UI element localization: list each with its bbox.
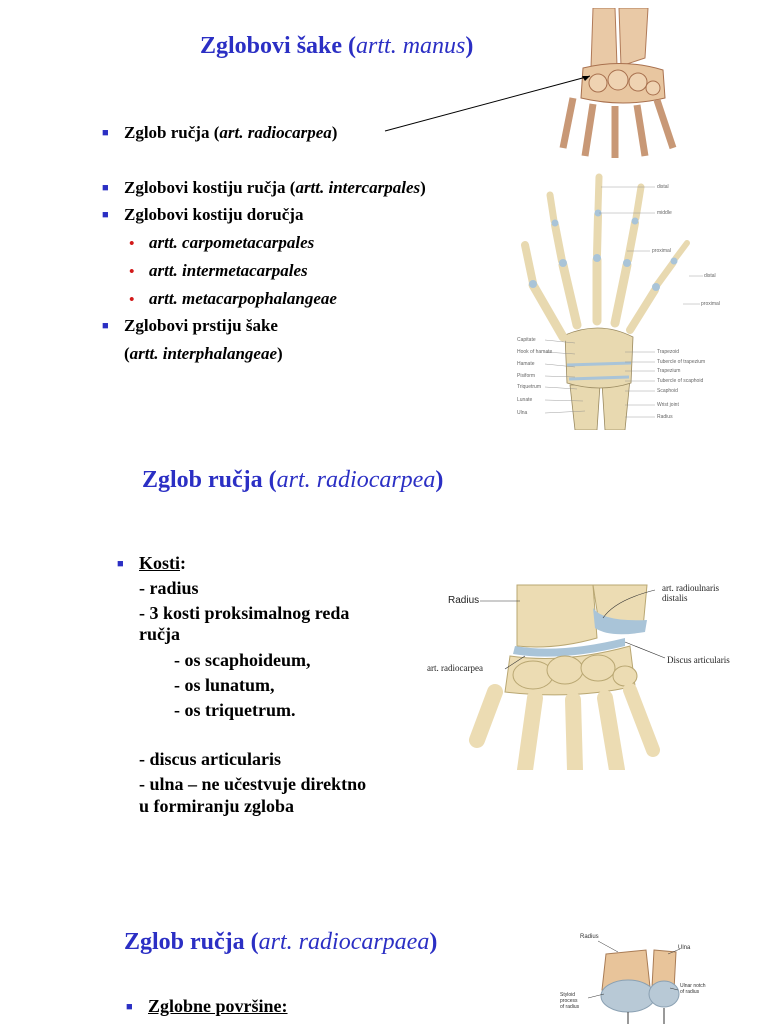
section1-item-4: ■Zglobovi prstiju šake (102, 312, 278, 340)
label-discus: Discus articularis (667, 655, 730, 665)
label-radius: Radius (580, 934, 599, 940)
section1-subitem-3: •artt. metacarpophalangeae (129, 285, 337, 314)
label-radioulnaris: art. radioulnaris (662, 583, 719, 593)
label-distal-right: distal (704, 273, 716, 279)
bullet-icon: ■ (102, 182, 109, 194)
bullet-icon: ■ (126, 1001, 133, 1013)
distal-radius-ulna-drawing (587, 940, 681, 1024)
section1-subitem-2: •artt. intermetacarpales (129, 257, 308, 286)
label-ulnar-notch-1: Ulnar notch (680, 983, 706, 989)
label-trapezium: Trapezium (657, 368, 681, 374)
bullet-icon: ■ (102, 320, 109, 332)
section1-item-1: ■Zglob ručja (art. radiocarpea) (102, 119, 337, 147)
label-scaphoid: Scaphoid (657, 388, 678, 394)
label-triquetrum: Triquetrum (517, 384, 541, 390)
wrist-joint-drawing (469, 584, 666, 778)
label-lunate: Lunate (517, 397, 533, 403)
kosti-line-7: - discus articularis (139, 749, 281, 769)
label-distalis: distalis (662, 593, 688, 603)
bullet-icon: ■ (102, 127, 109, 139)
label-distal: distal (657, 184, 669, 190)
bullet-icon: • (129, 264, 135, 280)
section1-item-4-line2: (artt. interphalangeae) (124, 344, 283, 363)
section1-item-2: ■Zglobovi kostiju ručja (artt. intercarp… (102, 174, 426, 202)
label-proximal: proximal (652, 248, 671, 254)
label-ulnar-notch-2: of radius (680, 989, 700, 995)
label-ulna: Ulna (678, 945, 691, 951)
wrist-skeleton-drawing (559, 7, 677, 158)
bullet-icon: ■ (102, 209, 109, 221)
bullet-icon: • (129, 292, 135, 308)
wrist-joint-figure: Radius art. radioulnaris distalis art. r… (425, 580, 745, 778)
kosti-line-8: - ulna – ne učestvuje direktno (139, 774, 367, 794)
label-radius: Radius (657, 414, 673, 420)
kosti-line-3: ručja (139, 624, 180, 644)
label-wrist-joint: Wrist joint (657, 402, 679, 408)
pointer-arrow (384, 75, 591, 132)
label-ulna: Ulna (517, 410, 528, 416)
label-radius: Radius (448, 595, 480, 606)
label-styloid-1: Styloid (560, 992, 576, 998)
kosti-line-4: - os scaphoideum, (174, 650, 311, 670)
label-tubercle-trapezium: Tubercle of trapezium (657, 359, 706, 365)
section2-title: Zglob ručja (art. radiocarpea) (142, 467, 444, 493)
section3-title: Zglob ručja (art. radiocarpaea) (124, 929, 438, 955)
kosti-heading: ■Kosti: (117, 553, 187, 573)
kosti-line-6: - os triquetrum. (174, 700, 296, 720)
label-tubercle-scaphoid: Tubercle of scaphoid (657, 378, 704, 384)
section3-item-1: ■Zglobne površine: (126, 996, 288, 1016)
label-capitate: Capitate (517, 337, 536, 343)
label-trapezoid: Trapezoid (657, 349, 680, 355)
section1-subitem-1: •artt. carpometacarpales (129, 229, 314, 258)
label-styloid-3: of radius (560, 1004, 580, 1010)
label-hook-hamate: Hook of hamate (517, 349, 553, 355)
hand-bones-drawing (521, 173, 703, 431)
bullet-icon: ■ (117, 558, 124, 570)
hand-bones-figure: distal middle proximal distal proximal C… (505, 165, 720, 431)
label-styloid-2: process (560, 998, 578, 1004)
kosti-line-2: - 3 kosti proksimalnog reda (139, 603, 350, 623)
kosti-line-1: - radius (139, 578, 199, 598)
label-hamate: Hamate (517, 361, 535, 367)
section1-title: Zglobovi šake (artt. manus) (200, 33, 474, 59)
kosti-line-5: - os lunatum, (174, 675, 275, 695)
kosti-line-9: u formiranju zgloba (139, 796, 294, 816)
distal-radius-ulna-figure: Radius Ulna Styloid process of radius Ul… (558, 932, 718, 1024)
wrist-skeleton-image (553, 7, 693, 160)
label-middle: middle (657, 210, 672, 216)
label-art-radiocarpea: art. radiocarpea (427, 663, 483, 673)
label-pisiform: Pisiform (517, 373, 536, 379)
bullet-icon: • (129, 236, 135, 252)
section1-item-3: ■Zglobovi kostiju doručja (102, 201, 303, 229)
label-proximal-right: proximal (701, 301, 720, 307)
